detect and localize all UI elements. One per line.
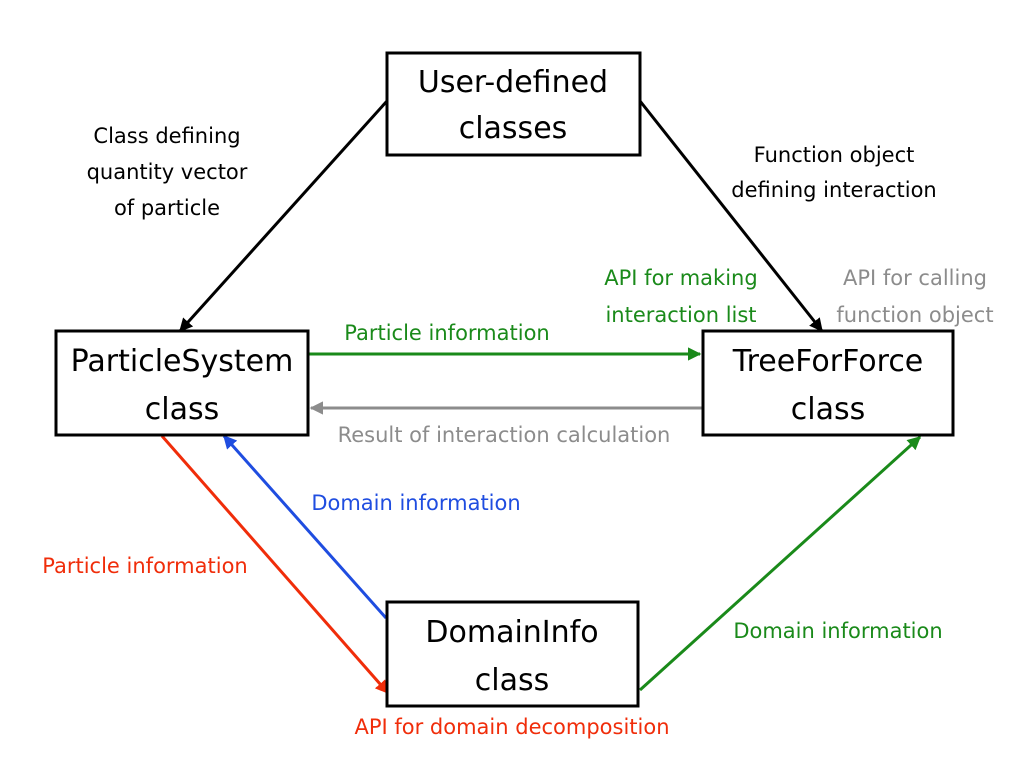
node-particle-line2: class: [145, 392, 219, 427]
arrow-user-to-treeforforce: [638, 100, 824, 333]
node-domain-line1: DomainInfo: [425, 615, 598, 650]
label-class-defining-line3: of particle: [114, 196, 220, 220]
label-class-defining-line2: quantity vector: [87, 160, 248, 184]
label-api-making-list: API for making interaction list: [604, 266, 757, 327]
label-api-calling-function: API for calling function object: [836, 266, 993, 327]
node-particle-line1: ParticleSystem: [71, 344, 294, 379]
label-api-calling-line2: function object: [836, 303, 993, 327]
label-function-object: Function object defining interaction: [731, 143, 937, 202]
node-domain-line2: class: [475, 663, 549, 698]
node-tree-line2: class: [791, 392, 865, 427]
label-api-making-line1: API for making: [604, 266, 757, 290]
label-domain-information-green: Domain information: [733, 619, 942, 643]
label-particle-information-green: Particle information: [344, 321, 549, 345]
label-particle-information-red: Particle information: [42, 554, 247, 578]
node-domaininfo-class: DomainInfo class: [385, 600, 640, 708]
node-user-line2: classes: [459, 111, 568, 146]
label-api-making-line2: interaction list: [605, 303, 756, 327]
node-particlesystem-class: ParticleSystem class: [54, 329, 310, 437]
label-class-defining: Class defining quantity vector of partic…: [87, 124, 248, 220]
node-treeforforce-class: TreeForForce class: [701, 329, 955, 437]
label-api-calling-line1: API for calling: [843, 266, 987, 290]
label-api-domain-decomposition: API for domain decomposition: [354, 715, 669, 739]
label-function-object-line1: Function object: [754, 143, 915, 167]
label-class-defining-line1: Class defining: [93, 124, 240, 148]
label-function-object-line2: defining interaction: [731, 178, 937, 202]
arrow-particle-info-to-domaininfo: [160, 435, 390, 695]
arrow-domain-info-to-particlesystem: [222, 434, 388, 619]
label-result-of-interaction: Result of interaction calculation: [338, 423, 671, 447]
node-user-line1: User-defined: [418, 65, 608, 100]
arrow-user-to-particlesystem: [178, 99, 389, 333]
node-tree-line1: TreeForForce: [732, 344, 924, 379]
arrow-domain-info-to-treeforforce: [638, 435, 922, 692]
label-domain-information-blue: Domain information: [311, 491, 520, 515]
node-user-defined-classes: User-defined classes: [385, 51, 642, 157]
